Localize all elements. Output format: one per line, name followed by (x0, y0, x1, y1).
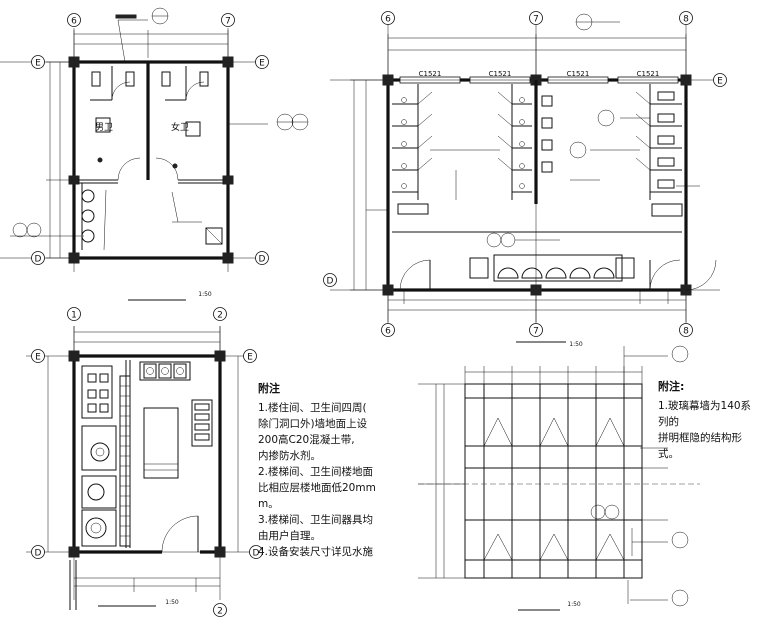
notes-1-line: 内掺防水剂。 (258, 450, 321, 462)
window-tag: C1521 (419, 70, 442, 78)
grid-bubble-1-circle (67, 307, 81, 321)
grid-bubble-1: 1 (71, 311, 77, 321)
vent-openings (483, 417, 625, 561)
grid-bubble-e: E (35, 353, 41, 363)
notes-1-line: 1.楼住间、卫生间四周( (258, 402, 367, 414)
grid-bubble-d-circle (31, 251, 45, 265)
plan-2-toilet-floor (330, 13, 720, 343)
grid-bubble-7: 7 (533, 327, 539, 337)
grid-bubble-d: D (253, 549, 260, 559)
grid-bubble-e-circle (31, 349, 45, 363)
notes-2-line: 1.玻璃幕墙为140系列的 (658, 400, 752, 428)
notes-block-2: 附注: 1.玻璃幕墙为140系列的拼明框隐的结构形式。 (658, 378, 758, 462)
notes-1-line: 200高C20混凝土带, (258, 434, 355, 446)
grid-bubble-7-circle (529, 323, 543, 337)
notes-1-heading: 附注 (258, 382, 280, 395)
grid-bubble-d: D (35, 255, 42, 265)
grid-bubble-8-circle (679, 11, 693, 25)
grid-bubble-d-circle (255, 251, 269, 265)
grid-bubble-6-circle (67, 13, 81, 27)
scale-label-plan1: 1:50 (198, 291, 212, 298)
grid-bubble-d: D (327, 277, 334, 287)
scale-label-detail: 1:50 (567, 601, 581, 608)
grid-bubble-e-circle (243, 349, 257, 363)
notes-1-line: 由用户自理。 (258, 530, 321, 542)
notes-1-line: m。 (258, 498, 279, 510)
notes-2-heading: 附注: (658, 380, 685, 393)
curtain-wall-elevation (418, 345, 700, 611)
grid-bubble-d-circle (323, 273, 337, 287)
grid-bubble-8: 8 (683, 327, 689, 337)
grid-bubble-8-circle (679, 323, 693, 337)
grid-bubble-2: 2 (217, 607, 223, 617)
grid-bubble-6: 6 (385, 15, 391, 25)
scale-label-plan2: 1:50 (569, 341, 583, 348)
notes-1-line: 3.楼梯间、卫生间器具均 (258, 514, 374, 526)
grid-bubble-2: 2 (217, 311, 223, 321)
grid-bubble-6: 6 (71, 17, 77, 27)
notes-2-items: 1.玻璃幕墙为140系列的拼明框隐的结构形式。 (658, 398, 758, 462)
window-tag: C1521 (567, 70, 590, 78)
grid-bubble-e: E (35, 59, 41, 69)
grid-bubble-7-circle (221, 13, 235, 27)
scale-label-plan3: 1:50 (165, 599, 179, 606)
grid-bubble-2-circle (213, 307, 227, 321)
notes-block-1: 附注 1.楼住间、卫生间四周( 除门洞口外)墙地面上设 200高C20混凝土带, 内掺… (258, 380, 398, 560)
grid-bubble-6-circle (381, 323, 395, 337)
room-label-male: 男卫 (95, 122, 113, 133)
window-strips (399, 76, 679, 84)
stair-strip (119, 375, 131, 547)
plan-1-toilet-floor (0, 7, 309, 301)
grid-bubble-d-circle (31, 545, 45, 559)
grid-bubble-d: D (259, 255, 266, 265)
grid-bubble-2-circle (213, 603, 227, 617)
notes-2-line: 拼明框隐的结构形式。 (658, 432, 742, 460)
washbasins-row (497, 267, 615, 279)
plan-3-stair-toilet (26, 326, 252, 610)
window-tag: C1521 (489, 70, 512, 78)
grid-bubble-6: 6 (385, 327, 391, 337)
grid-bubble-e-circle (31, 55, 45, 69)
grid-bubble-e-circle (713, 73, 727, 87)
grid-bubble-e-circle (255, 55, 269, 69)
grid-bubble-e: E (717, 77, 723, 87)
notes-1-items: 1.楼住间、卫生间四周( 除门洞口外)墙地面上设 200高C20混凝土带, 内掺防水剂… (258, 400, 398, 560)
grid-bubble-7: 7 (533, 15, 539, 25)
notes-1-line: 除门洞口外)墙地面上设 (258, 418, 368, 430)
grid-bubble-7-circle (529, 11, 543, 25)
window-tag: C1521 (637, 70, 660, 78)
notes-1-line: 4.设备安装尺寸详见水施 (258, 546, 374, 558)
notes-1-line: 2.楼梯间、卫生间楼地面 (258, 466, 374, 478)
grid-bubble-6-circle (381, 11, 395, 25)
grid-bubble-7: 7 (225, 17, 231, 27)
grid-bubble-d: D (35, 549, 42, 559)
grid-bubble-8: 8 (683, 15, 689, 25)
grid-bubble-e: E (259, 59, 265, 69)
grid-bubble-d-circle (249, 545, 263, 559)
notes-1-line: 比相应层楼地面低20mm (258, 482, 376, 494)
grid-bubble-e: E (247, 353, 253, 363)
room-label-female: 女卫 (171, 121, 189, 133)
